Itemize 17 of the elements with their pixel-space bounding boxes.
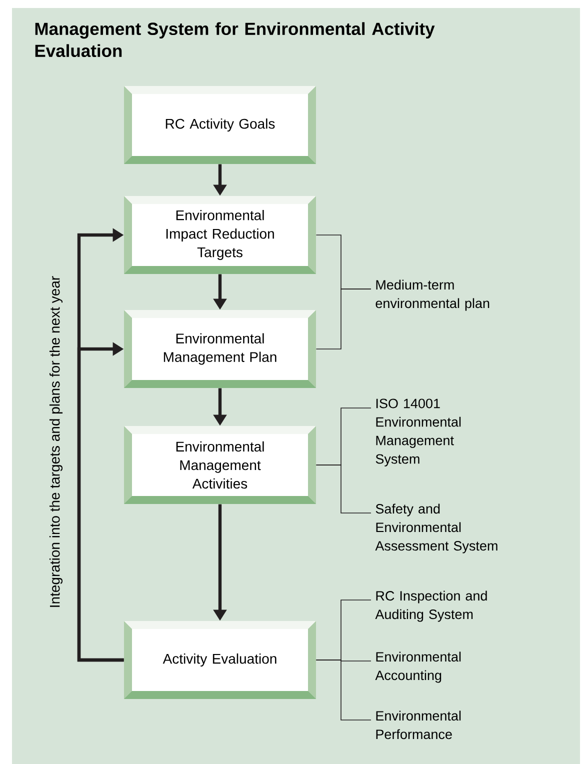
process-box: Environmental Impact Reduction Targets	[124, 196, 316, 274]
bracket-line	[316, 288, 372, 350]
system-label: Environmental Accounting	[375, 652, 461, 683]
process-box: RC Activity Goals	[124, 86, 316, 164]
vertical-label: Integration into the targets and plans for the next year	[49, 276, 63, 607]
bracket-line	[316, 660, 372, 720]
system-label: Medium-term environmental plan	[376, 280, 490, 311]
system-label: Environmental Performance	[376, 710, 461, 740]
bracket-line	[316, 464, 372, 514]
title: Management System for Environmental Activity Evaluation	[35, 22, 435, 58]
feedback-arrow	[77, 342, 124, 662]
process-box: Activity Evaluation	[124, 621, 316, 699]
process-box: Environmental Management Activities	[124, 426, 316, 504]
system-label: RC Inspection and Auditing System	[375, 590, 487, 622]
system-label: Safety and Environmental Assessment System	[375, 504, 498, 554]
process-box: Environmental Management Plan	[124, 310, 316, 388]
system-label: ISO 14001 Environmental Management System	[376, 398, 461, 466]
